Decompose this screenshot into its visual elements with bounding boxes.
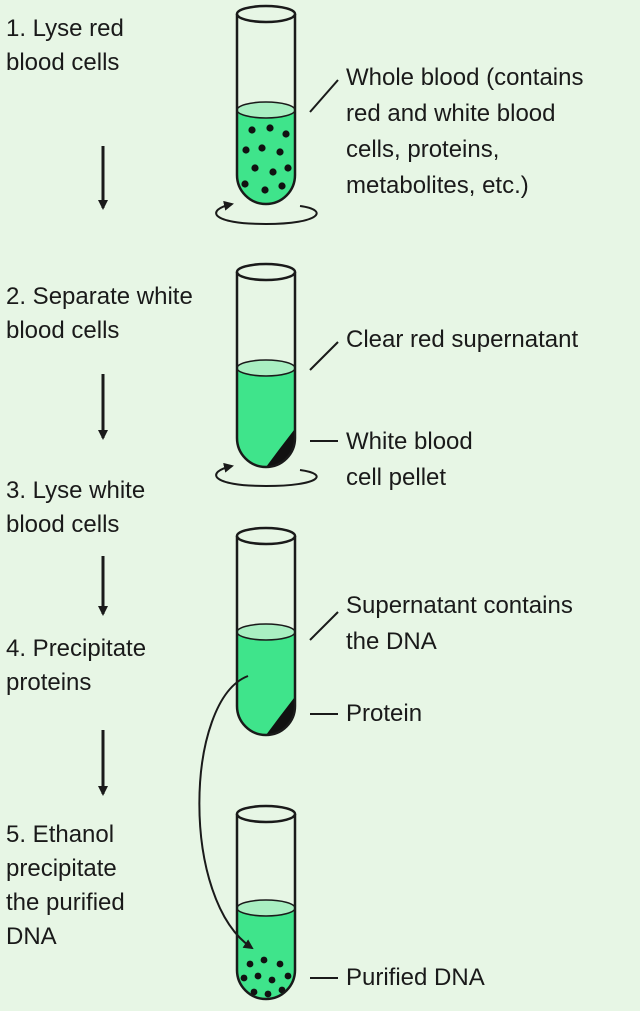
tube-4-outline — [235, 814, 297, 1001]
tube-4-rim — [235, 804, 297, 824]
label-protein: Protein — [346, 700, 423, 727]
tube-3-protein-pellet — [266, 698, 295, 736]
tube-3-protein-precipitation — [235, 526, 339, 737]
transfer-arrow — [198, 675, 254, 950]
step-5-label: 5. Ethanol precipitate the purified DNA — [6, 821, 125, 950]
tube-2-pellet-body — [266, 430, 295, 468]
tube-3-liquid-surface — [236, 623, 296, 641]
tube-2-separation — [215, 262, 339, 488]
tube-3-liquid — [237, 632, 295, 735]
tube-2-liquid-surface — [236, 359, 296, 377]
tube-2-leader-supernatant — [309, 341, 339, 371]
step-4-label: 4. Precipitate proteins — [6, 635, 147, 696]
tube-2-liquid — [237, 368, 295, 467]
tube-1-whole-blood — [215, 4, 339, 226]
tube-2-outline — [235, 272, 297, 469]
tube-1-rim — [235, 4, 297, 24]
tube-4-liquid — [237, 908, 295, 999]
label-whole-blood: Whole blood (contains red and white bloo… — [346, 64, 584, 199]
label-purified-dna: Purified DNA — [346, 964, 485, 991]
label-white-pellet: White blood cell pellet — [346, 428, 473, 491]
label-supernatant-dna: Supernatant contains the DNA — [346, 592, 573, 655]
label-clear-supernatant: Clear red supernatant — [346, 326, 579, 353]
tube-3-rim — [235, 526, 297, 546]
tube-1-leader — [309, 79, 339, 113]
tube-2-rim — [235, 262, 297, 282]
tube-4-purified-dna — [235, 804, 338, 1001]
tube-1-spin-arrow — [215, 200, 318, 226]
tube-1-liquid-surface — [236, 101, 296, 119]
tube-1-outline — [235, 14, 297, 206]
tube-4-liquid-surface — [236, 899, 296, 917]
tube-3-leader-supernatant — [309, 611, 339, 641]
step-3-label: 3. Lyse white blood cells — [6, 477, 146, 538]
step-1-label: 1. Lyse red blood cells — [6, 15, 124, 76]
tube-2-spin-arrow — [215, 462, 318, 488]
tube-3-outline — [235, 536, 297, 737]
tube-1-cells — [241, 124, 292, 194]
step-2-label: 2. Separate white blood cells — [6, 283, 193, 344]
